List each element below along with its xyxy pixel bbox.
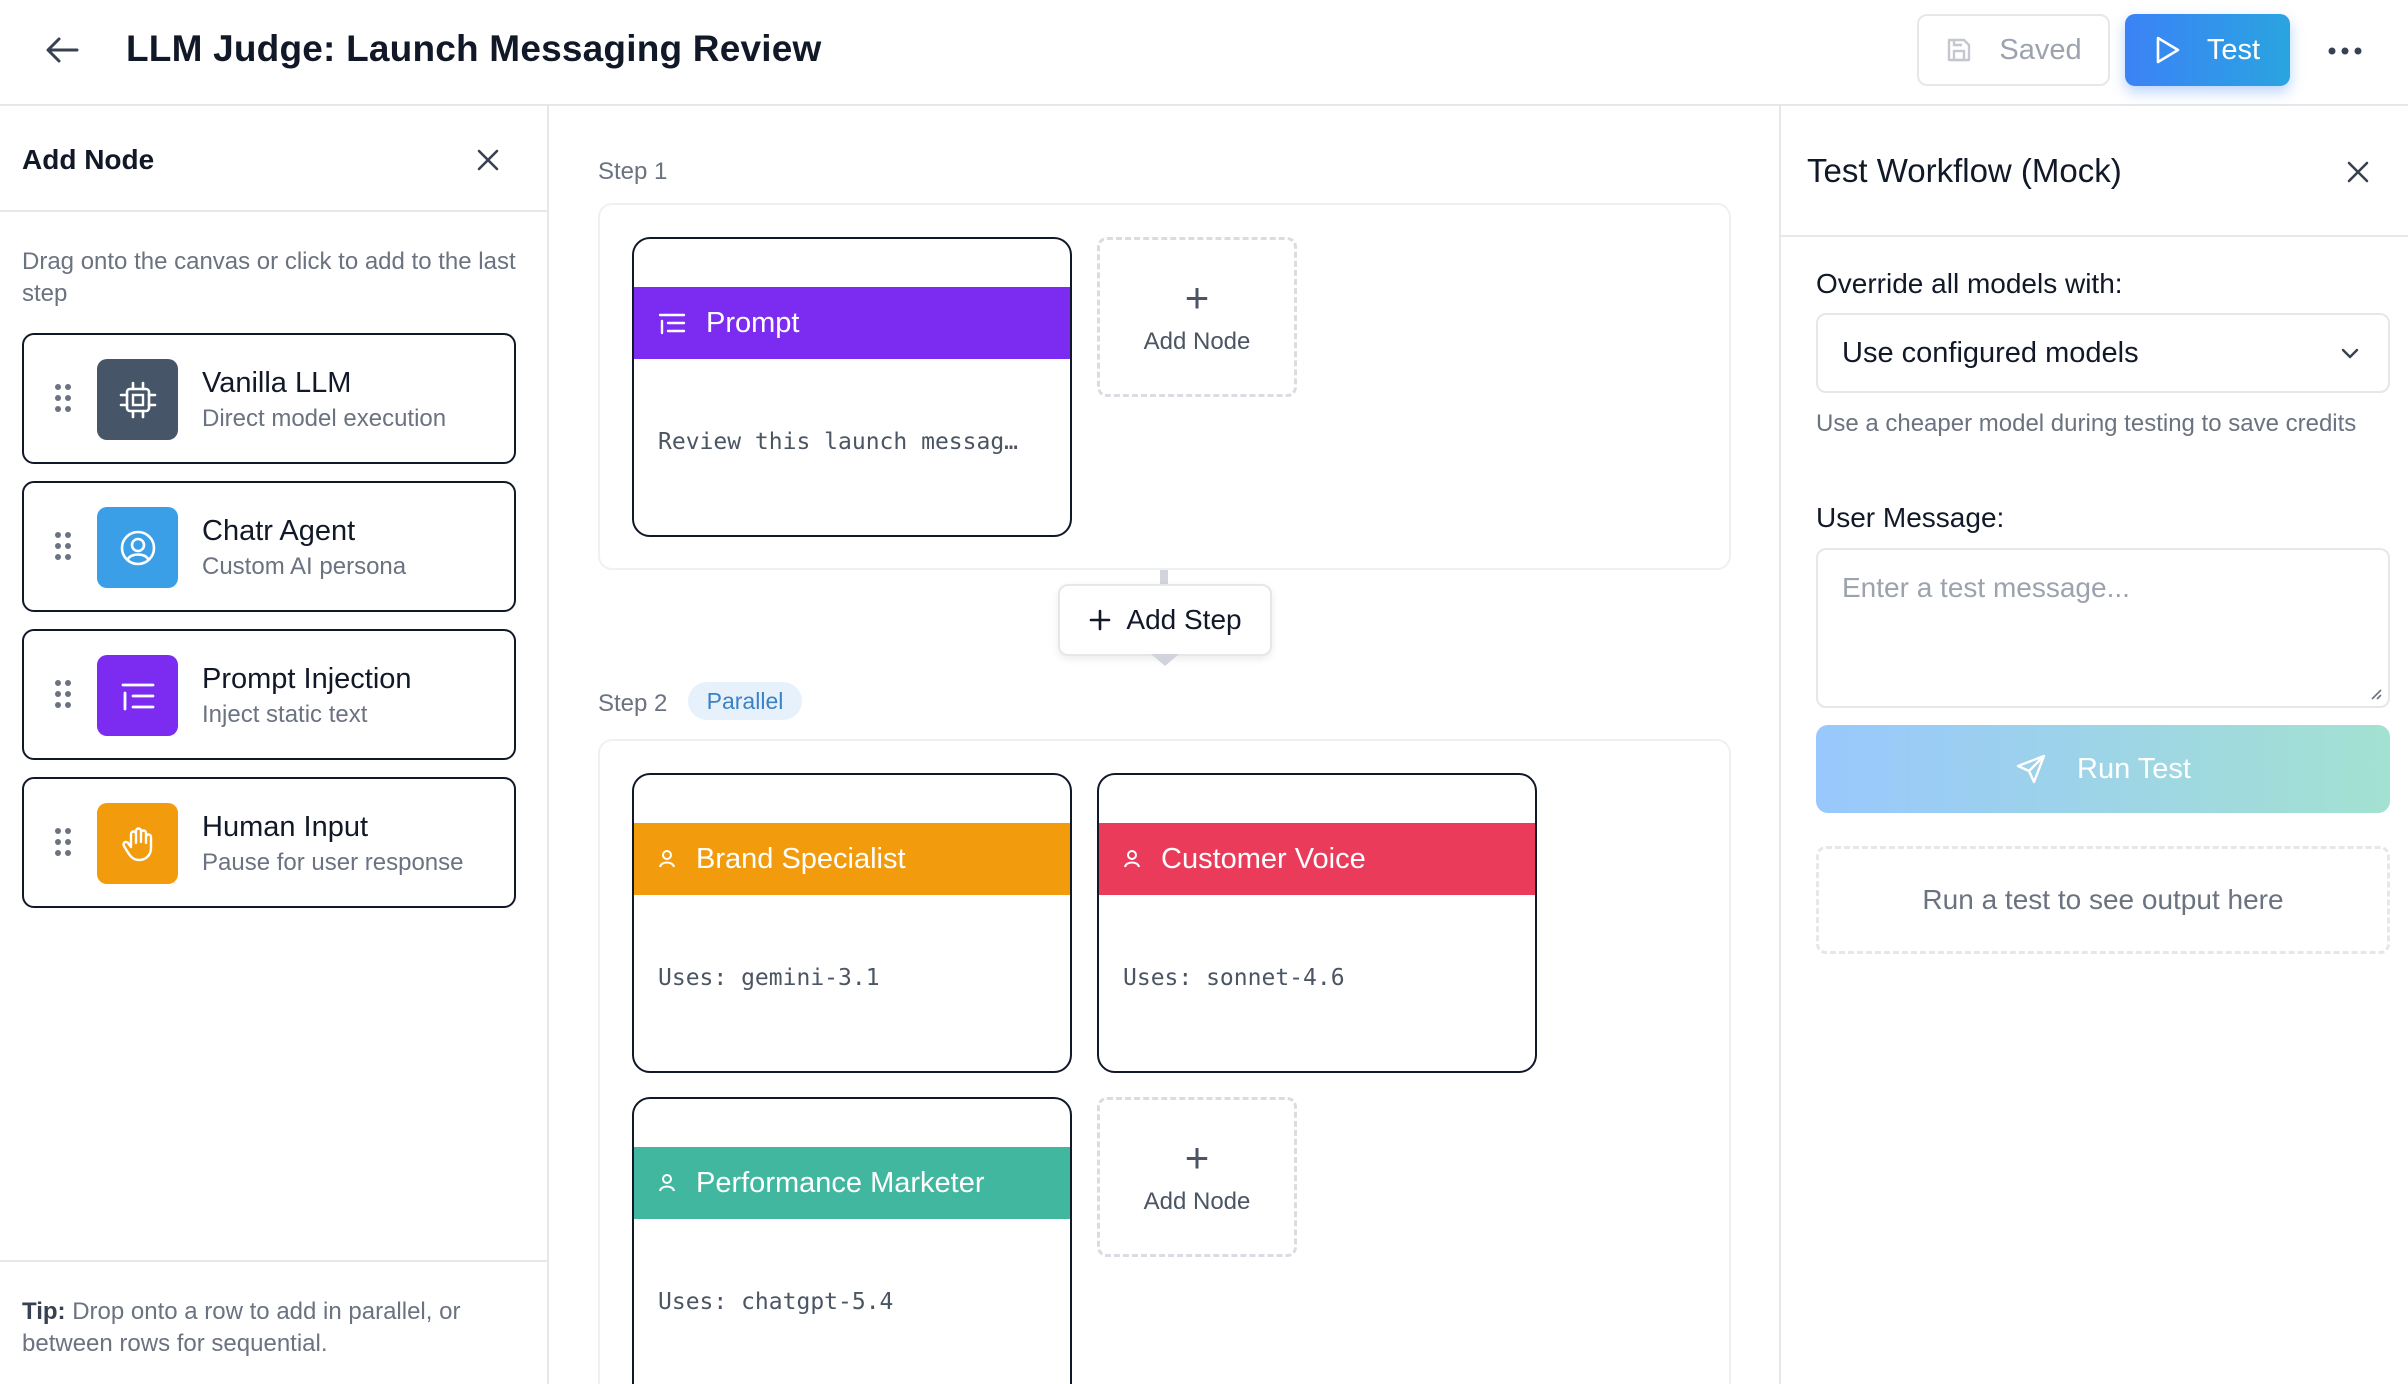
step-1-label: Step 1 [598, 158, 668, 185]
node-card-brand-specialist[interactable]: Brand Specialist Uses: gemini-3.1 [632, 773, 1072, 1073]
override-select-value: Use configured models [1842, 336, 2139, 369]
send-icon [2016, 754, 2046, 784]
close-add-node-button[interactable] [470, 142, 506, 178]
drag-handle-icon[interactable] [54, 383, 72, 413]
node-header: Brand Specialist [634, 823, 1070, 895]
override-help-text: Use a cheaper model during testing to sa… [1816, 410, 2357, 437]
back-button[interactable] [40, 28, 84, 72]
drag-handle-icon[interactable] [54, 679, 72, 709]
drag-handle-icon[interactable] [54, 531, 72, 561]
more-horizontal-icon [2328, 47, 2362, 55]
close-icon [477, 149, 499, 171]
play-icon [2156, 36, 2180, 64]
palette-item-chatr-agent[interactable]: Chatr Agent Custom AI persona [22, 481, 516, 612]
add-step-button[interactable]: Add Step [1058, 584, 1272, 656]
test-workflow-title: Test Workflow (Mock) [1807, 152, 2122, 189]
palette-item-description: Custom AI persona [202, 553, 407, 580]
palette-item-human-input[interactable]: Human Input Pause for user response [22, 777, 516, 908]
palette-item-vanilla-llm[interactable]: Vanilla LLM Direct model execution [22, 333, 516, 464]
node-model: Uses: chatgpt-5.4 [658, 1289, 894, 1315]
top-header: LLM Judge: Launch Messaging Review Saved… [0, 0, 2408, 106]
add-node-label: Add Node [1143, 1188, 1251, 1215]
plus-icon [1090, 609, 1111, 631]
node-title: Prompt [706, 306, 800, 339]
run-test-button[interactable]: Run Test [1816, 725, 2390, 813]
palette-item-name: Chatr Agent [202, 515, 356, 547]
node-model: Uses: sonnet-4.6 [1123, 965, 1345, 991]
plus-icon: + [1184, 1134, 1210, 1181]
node-title: Brand Specialist [696, 842, 906, 875]
override-model-select[interactable]: Use configured models [1816, 313, 2390, 393]
saved-label: Saved [1999, 33, 2082, 66]
add-node-header: Add Node [0, 106, 547, 212]
tip-body: Drop onto a row to add in parallel, or b… [22, 1298, 461, 1357]
plus-icon: + [1184, 274, 1210, 321]
arrow-left-icon [46, 37, 79, 63]
add-node-hint: Drag onto the canvas or click to add to … [22, 248, 516, 307]
add-node-footer: Tip: Drop onto a row to add in parallel,… [0, 1260, 547, 1384]
node-card-performance-marketer[interactable]: Performance Marketer Uses: chatgpt-5.4 [632, 1097, 1072, 1384]
add-node-label: Add Node [1143, 328, 1251, 355]
user-icon [659, 1174, 675, 1192]
add-step-label: Add Step [1126, 604, 1242, 635]
node-model: Uses: gemini-3.1 [658, 965, 880, 991]
text-list-icon [658, 313, 686, 335]
palette-item-name: Vanilla LLM [202, 367, 352, 399]
user-message-input[interactable]: Enter a test message... [1816, 548, 2390, 708]
palette-item-name: Human Input [202, 811, 369, 843]
cpu-chip-icon [97, 359, 178, 440]
test-workflow-header: Test Workflow (Mock) [1781, 106, 2408, 237]
palette-item-name: Prompt Injection [202, 663, 412, 695]
saved-button[interactable]: Saved [1917, 14, 2110, 86]
test-workflow-panel: Test Workflow (Mock) Override all models… [1779, 106, 2408, 1384]
test-output-placeholder: Run a test to see output here [1922, 884, 2284, 915]
node-card-customer-voice[interactable]: Customer Voice Uses: sonnet-4.6 [1097, 773, 1537, 1073]
drag-handle-icon[interactable] [54, 827, 72, 857]
more-options-button[interactable] [2320, 26, 2370, 76]
palette-item-description: Direct model execution [202, 405, 447, 432]
run-test-label: Run Test [2077, 752, 2191, 785]
user-circle-icon [97, 507, 178, 588]
palette-item-description: Inject static text [202, 701, 368, 728]
palette-item-prompt-injection[interactable]: Prompt Injection Inject static text [22, 629, 516, 760]
step-connector [1160, 570, 1168, 586]
node-preview: Review this launch messag… [658, 429, 1019, 455]
close-icon [2347, 161, 2369, 183]
user-message-placeholder: Enter a test message... [1842, 572, 2130, 603]
test-button[interactable]: Test [2125, 14, 2290, 86]
test-label: Test [2206, 33, 2261, 66]
tip-text: Tip: Drop onto a row to add in parallel,… [22, 1296, 522, 1360]
node-header: Performance Marketer [634, 1147, 1070, 1219]
save-icon [1948, 38, 1971, 62]
node-title: Customer Voice [1161, 842, 1366, 875]
user-icon [1124, 850, 1140, 868]
add-node-panel: Add Node Drag onto the canvas or click t… [0, 106, 549, 1384]
add-step-pointer [1151, 654, 1179, 666]
add-node-title: Add Node [22, 144, 155, 175]
chevron-down-icon [2341, 348, 2359, 359]
user-message-label: User Message: [1816, 502, 2005, 533]
add-node-button-step-1[interactable]: + Add Node [1097, 237, 1297, 397]
user-icon [659, 850, 675, 868]
add-node-button-step-2[interactable]: + Add Node [1097, 1097, 1297, 1257]
hand-icon [97, 803, 178, 884]
node-header: Prompt [634, 287, 1070, 359]
close-test-panel-button[interactable] [2338, 152, 2378, 192]
resize-grip-icon[interactable] [2368, 686, 2382, 700]
node-card-prompt[interactable]: Prompt Review this launch messag… [632, 237, 1072, 537]
test-output-area: Run a test to see output here [1816, 846, 2390, 954]
override-label: Override all models with: [1816, 268, 2123, 299]
parallel-badge: Parallel [688, 682, 802, 720]
node-header: Customer Voice [1099, 823, 1535, 895]
text-list-icon [97, 655, 178, 736]
step-2-label: Step 2 [598, 690, 668, 717]
page-title: LLM Judge: Launch Messaging Review [126, 28, 822, 69]
node-title: Performance Marketer [696, 1166, 985, 1199]
palette-item-description: Pause for user response [202, 849, 464, 876]
tip-label: Tip: [22, 1298, 66, 1325]
